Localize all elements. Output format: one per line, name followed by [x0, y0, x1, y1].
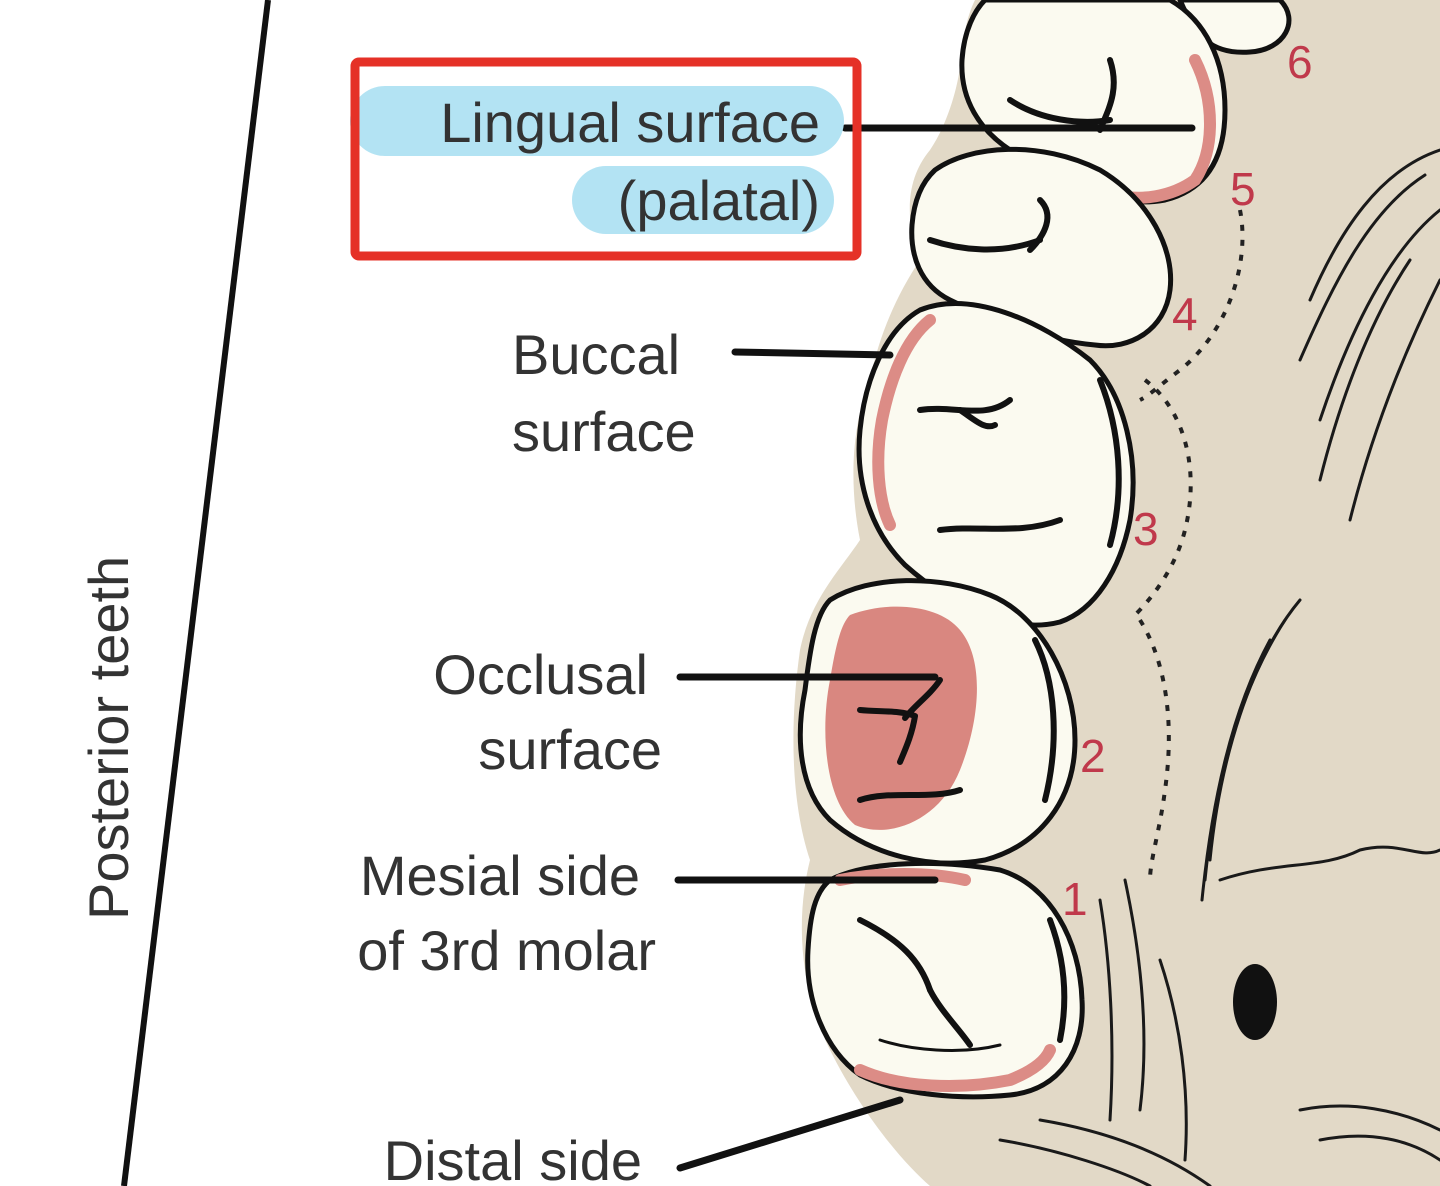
tooth-number-5: 5 [1230, 163, 1256, 215]
mesial-side-sublabel: of 3rd molar [357, 919, 656, 982]
lingual-text-highlight-2 [572, 166, 834, 234]
lingual-surface-label: Lingual surface [440, 91, 820, 154]
tooth-1-distal-surface [854, 1044, 1056, 1092]
palate-hatching [998, 148, 1440, 1186]
buccal-surface-label: Buccal [512, 323, 680, 386]
palate-foramen [1233, 964, 1277, 1040]
posterior-teeth-line [121, 0, 271, 1186]
tooth-number-6: 6 [1287, 36, 1313, 88]
tooth-5-lingual-surface [1114, 54, 1216, 204]
tooth-number-3: 3 [1133, 503, 1159, 555]
distal-side-label: Distal side [384, 1129, 642, 1186]
tooth-number-2: 2 [1080, 730, 1106, 782]
tooth-3-buccal-surface [872, 314, 936, 531]
lingual-text-highlight-1 [350, 86, 844, 156]
tooth-number-1: 1 [1062, 873, 1088, 925]
highlight-box [350, 57, 862, 261]
occlusal-surface-label: Occlusal [433, 643, 648, 706]
occlusal-surface-sublabel: surface [478, 718, 662, 781]
buccal-leader-line [731, 348, 894, 359]
root-outline-lower [1138, 618, 1171, 881]
buccal-surface-sublabel: surface [512, 400, 696, 463]
tooth-1 [805, 860, 1085, 1100]
lingual-surface-sublabel: (palatal) [618, 169, 820, 232]
tooth-3 [856, 301, 1136, 628]
mesial-side-label: Mesial side [360, 844, 640, 907]
tooth-4 [909, 146, 1174, 349]
tooth-number-4: 4 [1172, 288, 1198, 340]
root-outline-upper [1139, 209, 1245, 402]
tooth-2-occlusal-surface [825, 606, 977, 830]
posterior-teeth-label: Posterior teeth [77, 556, 140, 920]
distal-leader-line [676, 1096, 904, 1172]
